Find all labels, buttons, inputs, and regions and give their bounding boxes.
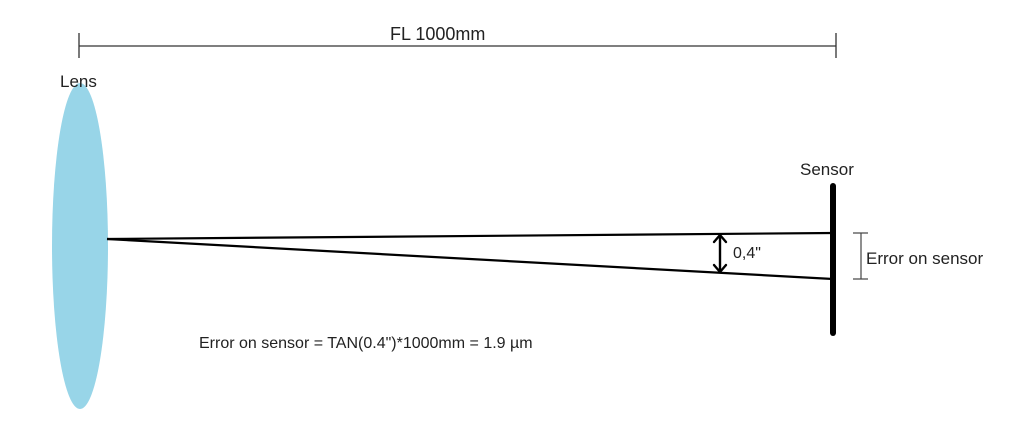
sensor-label: Sensor <box>800 160 854 179</box>
focal-length-dimension <box>78 33 837 58</box>
focal-length-label: FL 1000mm <box>390 24 486 44</box>
error-bracket <box>853 232 868 280</box>
lens-label: Lens <box>60 72 97 91</box>
angle-label: 0,4" <box>733 245 761 262</box>
light-rays <box>106 231 834 281</box>
angle-arrow-icon <box>712 233 728 274</box>
error-formula: Error on sensor = TAN(0.4")*1000mm = 1.9… <box>199 335 533 352</box>
lens-shape <box>52 83 108 409</box>
error-on-sensor-label: Error on sensor <box>866 249 984 268</box>
